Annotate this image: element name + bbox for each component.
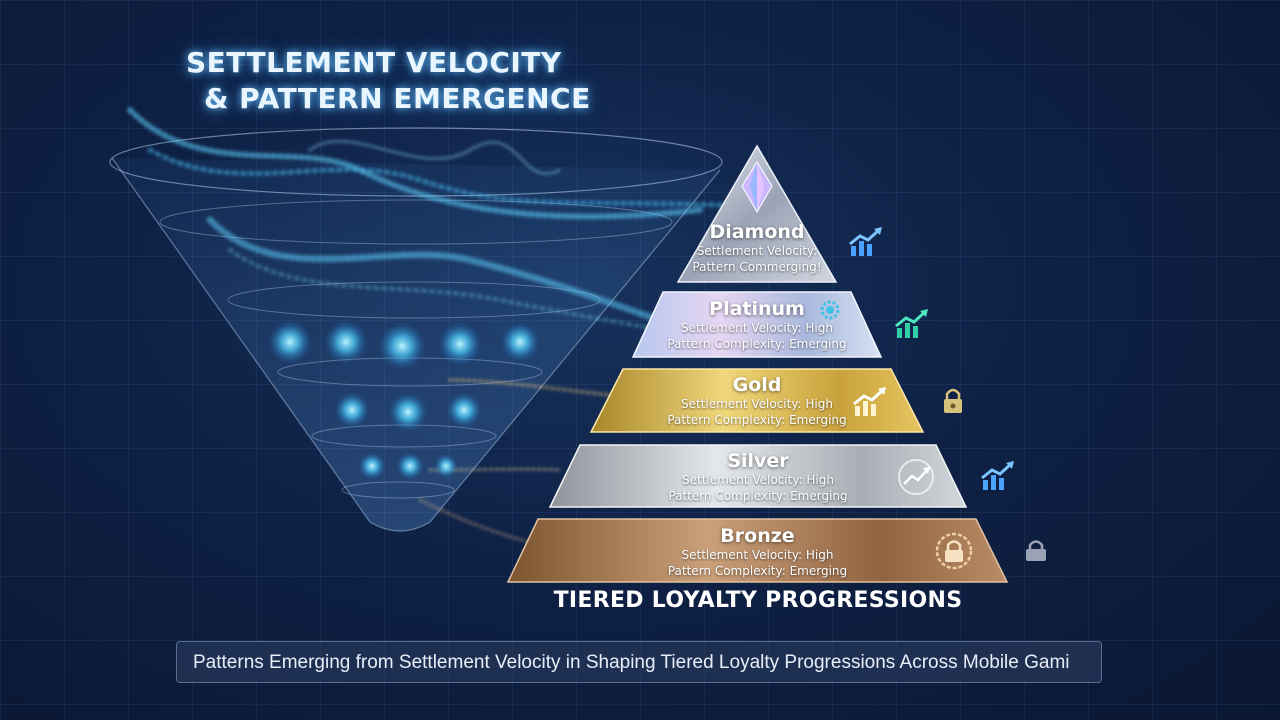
- padlock-icon: [935, 532, 973, 570]
- diamond-gem-icon: [741, 161, 773, 214]
- tier-bronze-name: Bronze: [720, 525, 795, 547]
- tier-platinum: Platinum Settlement Velocity: High Patte…: [633, 298, 881, 352]
- tier-bronze-line2: Pattern Complexity: Emerging: [667, 564, 848, 578]
- tier-diamond-name: Diamond: [709, 221, 805, 243]
- tier-gold-shape: [589, 368, 925, 433]
- tier-silver-line1: Settlement Velocity: High: [682, 473, 834, 487]
- tier-bronze-shape: [506, 518, 1009, 583]
- tier-silver-name: Silver: [727, 450, 789, 472]
- tier-diamond: Diamond Settlement Velocity: Pattern Com…: [678, 221, 836, 275]
- title-line-2: & PATTERN EMERGENCE: [204, 82, 591, 115]
- trend-up-icon: [898, 459, 934, 495]
- tier-gold-line2: Pattern Complexity: Emerging: [667, 413, 847, 427]
- tier-diamond-shape: [676, 144, 838, 283]
- tier-gold-line1: Settlement Velocity: High: [681, 397, 833, 411]
- tier-platinum-line2: Pattern Complexity: Emerging: [667, 337, 847, 351]
- tier-diamond-line1: Settlement Velocity:: [696, 244, 818, 258]
- title-line-1: SETTLEMENT VELOCITY: [186, 46, 562, 79]
- tier-gold: Gold Settlement Velocity: High Pattern C…: [591, 374, 923, 428]
- tier-bronze-line1: Settlement Velocity: High: [681, 548, 834, 562]
- tier-platinum-line1: Settlement Velocity: High: [681, 321, 833, 335]
- padlock-icon: [944, 388, 962, 413]
- subtitle: TIERED LOYALTY PROGRESSIONS: [553, 588, 963, 613]
- pattern-network-nodes: [268, 320, 540, 480]
- tier-gold-name: Gold: [732, 374, 782, 396]
- caption-bar: Patterns Emerging from Settlement Veloci…: [176, 641, 1102, 683]
- trend-up-icon: [895, 309, 928, 338]
- trend-up-icon: [981, 461, 1014, 490]
- tier-silver-line2: Pattern Complexity: Emerging: [668, 489, 848, 503]
- tier-silver-shape: [548, 444, 968, 508]
- funnel-rim: [109, 127, 723, 197]
- trend-up-icon: [849, 227, 882, 256]
- tier-bronze: Bronze Settlement Velocity: High Pattern…: [508, 525, 1007, 579]
- padlock-icon: [1026, 540, 1046, 561]
- tier-diamond-line2: Pattern Commerging!: [692, 260, 822, 274]
- trend-up-icon: [853, 387, 886, 416]
- tier-silver: Silver Settlement Velocity: High Pattern…: [550, 450, 966, 504]
- tier-platinum-name: Platinum: [709, 298, 805, 320]
- gear-icon: [820, 300, 840, 320]
- tier-platinum-shape: [631, 291, 883, 358]
